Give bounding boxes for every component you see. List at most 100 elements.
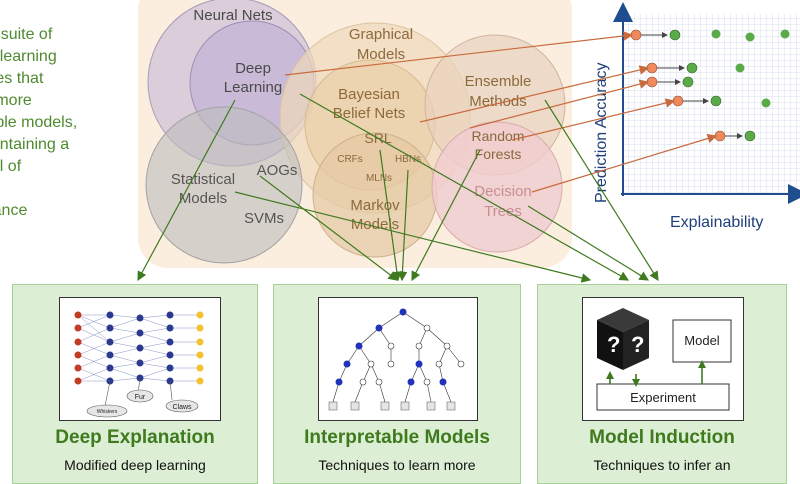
output-node bbox=[196, 377, 204, 385]
output-node bbox=[196, 324, 204, 332]
label-bayesian: Bayesian bbox=[338, 86, 400, 103]
label-ensemble: Ensemble bbox=[465, 73, 532, 90]
label-bayesian: Belief Nets bbox=[333, 105, 406, 122]
panel-subtitle: Techniques to learn more bbox=[318, 457, 476, 473]
tree-node bbox=[387, 360, 395, 368]
orange-point bbox=[646, 62, 658, 74]
panel-subtitle: Techniques to infer an bbox=[593, 457, 731, 473]
plot-grid bbox=[623, 14, 800, 194]
label-srl: SRL bbox=[364, 130, 391, 146]
fur-label: Fur bbox=[135, 394, 146, 401]
ml-techniques-venn: Neural Nets Deep Learning Graphical Mode… bbox=[138, 0, 572, 268]
deep-explanation-image: Fur Claws Whiskers bbox=[59, 297, 221, 421]
hidden-node bbox=[106, 364, 114, 372]
green-point bbox=[682, 76, 694, 88]
tree-node bbox=[359, 378, 367, 386]
tree-leaf bbox=[328, 401, 338, 411]
markov-circle bbox=[312, 132, 438, 258]
tree-leaf bbox=[350, 401, 360, 411]
label-deep-learning: Deep bbox=[235, 60, 271, 77]
tree-node bbox=[407, 378, 415, 386]
tree-node bbox=[367, 360, 375, 368]
label-decision-trees: Trees bbox=[484, 203, 522, 220]
panel-interpretable-models: Interpretable Models Techniques to learn… bbox=[273, 284, 521, 484]
hidden-node bbox=[106, 351, 114, 359]
input-node bbox=[74, 377, 82, 385]
panel-title: Interpretable Models bbox=[304, 427, 490, 448]
label-crfs: CRFs bbox=[337, 154, 363, 165]
intro-line: rmance bbox=[0, 202, 28, 219]
tree-node bbox=[399, 308, 407, 316]
tree-node bbox=[335, 378, 343, 386]
interpretable-models-image bbox=[318, 297, 478, 421]
input-node bbox=[74, 338, 82, 346]
hidden-node bbox=[136, 329, 144, 337]
experiment-label: Experiment bbox=[630, 390, 696, 405]
claws-concept-bubble bbox=[165, 399, 199, 413]
hidden-node bbox=[106, 324, 114, 332]
decision-tree-diagram bbox=[328, 308, 465, 411]
label-graphical-models: Models bbox=[357, 46, 405, 63]
hidden-node bbox=[106, 311, 114, 319]
accuracy-explainability-plot: Prediction Accuracy Explainability bbox=[593, 2, 800, 231]
orange-point bbox=[672, 95, 684, 107]
input-node bbox=[74, 311, 82, 319]
tree-node bbox=[375, 324, 383, 332]
model-induction-image: ? ? Model Experiment bbox=[582, 297, 744, 421]
panel-model-induction: ? ? Model Experiment Model Induction Tec… bbox=[537, 284, 787, 484]
panel-deep-explanation: Fur Claws Whiskers Deep Explanation Modi… bbox=[12, 284, 258, 484]
orange-point bbox=[646, 76, 658, 88]
neural-network-diagram: Fur Claws Whiskers bbox=[74, 311, 204, 418]
panel-subtitle: Modified deep learning bbox=[64, 457, 206, 473]
tree-leaf bbox=[400, 401, 410, 411]
tree-leaf bbox=[426, 401, 436, 411]
label-neural-nets: Neural Nets bbox=[193, 7, 272, 24]
svg-text:?: ? bbox=[607, 332, 620, 357]
output-node bbox=[196, 338, 204, 346]
tree-node bbox=[415, 342, 423, 350]
tree-leaf bbox=[446, 401, 456, 411]
experiment-box bbox=[596, 383, 730, 411]
hidden-node bbox=[166, 311, 174, 319]
output-node bbox=[196, 351, 204, 359]
intro-text: e a suite of ine learning iques that ce … bbox=[0, 24, 134, 222]
green-point bbox=[761, 98, 771, 108]
label-mlns: MLNs bbox=[366, 173, 392, 184]
intro-line: ine learning bbox=[0, 48, 57, 65]
orange-point bbox=[630, 29, 642, 41]
green-point bbox=[735, 63, 745, 73]
x-axis-label: Explainability bbox=[670, 214, 763, 231]
label-aogs: AOGs bbox=[257, 162, 298, 179]
intro-line: iques that bbox=[0, 70, 44, 87]
tree-node bbox=[457, 360, 465, 368]
svg-text:?: ? bbox=[631, 332, 644, 357]
black-box-cube: ? ? bbox=[597, 308, 649, 370]
tree-node bbox=[415, 360, 423, 368]
input-node bbox=[74, 324, 82, 332]
label-hbns: HBNs bbox=[395, 154, 421, 165]
hidden-node bbox=[166, 364, 174, 372]
hidden-node bbox=[166, 324, 174, 332]
whiskers-concept-bubble bbox=[86, 404, 128, 418]
panel-title: Deep Explanation bbox=[55, 427, 215, 448]
claws-label: Claws bbox=[172, 404, 192, 411]
tree-node bbox=[343, 360, 351, 368]
label-markov: Models bbox=[351, 216, 399, 233]
tree-node bbox=[443, 342, 451, 350]
hidden-node bbox=[166, 338, 174, 346]
tree-node bbox=[387, 342, 395, 350]
hidden-node bbox=[106, 338, 114, 346]
intro-line: ce more bbox=[0, 92, 32, 109]
intro-line: e a suite of bbox=[0, 26, 53, 43]
hidden-node bbox=[166, 351, 174, 359]
output-node bbox=[196, 311, 204, 319]
hidden-node bbox=[136, 314, 144, 322]
model-induction-diagram: ? ? Model Experiment bbox=[596, 308, 732, 411]
label-markov: Markov bbox=[350, 197, 400, 214]
label-statistical-models: Models bbox=[179, 190, 227, 207]
tree-node bbox=[375, 378, 383, 386]
green-point bbox=[686, 62, 698, 74]
model-box bbox=[672, 319, 732, 363]
green-point bbox=[711, 29, 721, 39]
intro-line: maintaining a bbox=[0, 136, 70, 153]
